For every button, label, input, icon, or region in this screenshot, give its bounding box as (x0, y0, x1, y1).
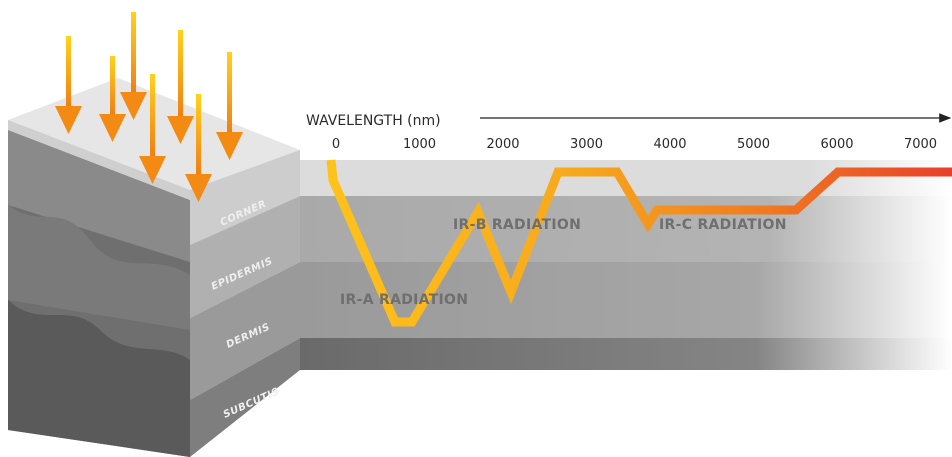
cube-side-dermis (190, 262, 300, 400)
tick-label: 7000 (904, 137, 937, 152)
arrow-icon (185, 94, 212, 202)
arrow-icon (120, 12, 147, 120)
cube-front-layer-1 (8, 130, 190, 262)
tick-label: 4000 (653, 137, 686, 152)
cube-front-wave-2 (8, 300, 190, 457)
ir-b-label: IR-B RADIATION (453, 217, 581, 233)
tick-label: 6000 (820, 137, 853, 152)
tick-label: 3000 (570, 137, 603, 152)
wavelength-axis: WAVELENGTH (nm) 0 1000 2000 3000 4000 5000 600… (306, 113, 952, 152)
axis-ticks: 0 1000 2000 3000 4000 5000 6000 7000 (332, 137, 937, 152)
tick-label: 2000 (486, 137, 519, 152)
arrow-icon (167, 30, 194, 144)
ir-c-label: IR-C RADIATION (659, 217, 787, 233)
cube-side-corner (190, 150, 300, 245)
layer-band (300, 160, 952, 370)
arrow-icon (99, 56, 126, 142)
band-epidermis (300, 196, 952, 262)
cube-side-epidermis (190, 196, 300, 318)
ir-a-label: IR-A RADIATION (340, 292, 468, 308)
arrow-icon (216, 52, 243, 160)
cube-top-edge (8, 120, 190, 200)
tick-label: 5000 (737, 137, 770, 152)
arrow-icon (55, 36, 82, 134)
arrow-icon (139, 74, 166, 184)
band-subcutis (300, 338, 952, 370)
tick-label: 0 (332, 137, 340, 152)
absorption-curve (326, 159, 952, 327)
axis-title: WAVELENGTH (nm) (306, 113, 441, 129)
cube-front-wave-1 (8, 205, 190, 330)
sunlight-arrows (55, 12, 243, 202)
tick-label: 1000 (403, 137, 436, 152)
cube-side-subcutis (190, 338, 300, 457)
curve-line (326, 159, 952, 327)
